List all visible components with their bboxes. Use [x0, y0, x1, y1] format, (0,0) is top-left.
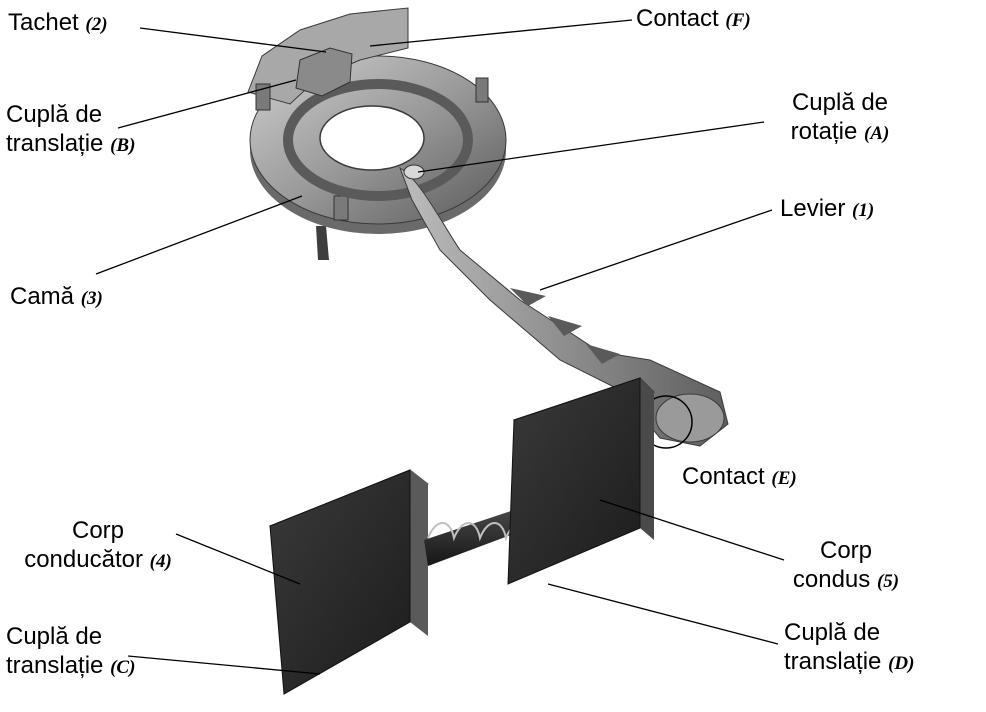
driving-body	[269, 469, 429, 695]
lever-rib-3	[586, 344, 620, 364]
label-corp-conducator: Corp conducător (4)	[6, 516, 190, 576]
label-cupla-a-tag: (A)	[864, 123, 890, 144]
label-tachet-tag: (2)	[85, 14, 108, 35]
driving-body-face	[269, 469, 411, 695]
driven-body-face	[507, 377, 641, 585]
leader-contact-f	[369, 19, 633, 47]
leader-tachet	[139, 27, 327, 53]
label-cupla-d-line1: Cuplă de	[784, 619, 881, 646]
label-corp-conducator-line2: conducător	[24, 546, 143, 573]
cam-post-3	[333, 195, 349, 221]
lever-rib-2	[548, 316, 582, 336]
label-cupla-b-line1: Cuplă de	[6, 101, 103, 128]
cam-hole	[319, 105, 425, 171]
cam-ring	[283, 79, 473, 201]
label-cupla-c-line2: translație	[6, 652, 104, 679]
lever-rib-1	[510, 288, 546, 306]
label-contact-f: Contact (F)	[636, 4, 751, 35]
label-cupla-c-line1: Cuplă de	[6, 623, 103, 650]
label-cama: Camă (3)	[10, 282, 103, 313]
tappet-part	[295, 47, 353, 97]
label-corp-condus-tag: (5)	[876, 571, 900, 592]
label-corp-conducator-tag: (4)	[149, 551, 172, 572]
driven-body-side	[640, 378, 654, 540]
leader-lines	[95, 19, 785, 675]
lever-part	[399, 164, 729, 449]
label-cupla-d: Cuplă de translație (D)	[784, 618, 914, 678]
label-cupla-d-tag: (D)	[888, 653, 915, 674]
label-levier-tag: (1)	[852, 200, 875, 221]
leader-corp-conducator	[175, 533, 301, 585]
label-cupla-a-line2: rotație	[790, 118, 858, 145]
label-cupla-a-line1: Cuplă de	[791, 89, 889, 116]
lever-tip	[655, 393, 725, 443]
label-cama-text: Camă	[10, 283, 75, 310]
cam-rod	[316, 226, 329, 260]
driven-body	[507, 377, 655, 585]
label-levier-text: Levier	[780, 195, 846, 222]
label-contact-f-tag: (F)	[725, 10, 751, 31]
cam-part	[247, 7, 507, 260]
label-cupla-d-line2: translație	[784, 648, 882, 675]
label-corp-conducator-line1: Corp	[71, 517, 125, 544]
label-cupla-c: Cuplă de translație (C)	[6, 622, 135, 682]
label-contact-e-text: Contact	[682, 463, 765, 490]
leader-cupla-b	[117, 79, 297, 129]
label-cupla-b: Cuplă de translație (B)	[6, 100, 135, 160]
rod	[424, 508, 524, 566]
leader-cama	[95, 195, 303, 275]
label-corp-condus-line1: Corp	[819, 537, 873, 564]
driving-body-side	[410, 470, 428, 636]
label-contact-e-tag: (E)	[771, 468, 797, 489]
label-tachet-text: Tachet	[8, 9, 79, 36]
label-contact-f-text: Contact	[636, 5, 719, 32]
lever-arm	[399, 166, 729, 447]
label-contact-e: Contact (E)	[682, 462, 797, 493]
label-cupla-b-tag: (B)	[110, 135, 136, 156]
label-cama-tag: (3)	[80, 288, 103, 309]
label-corp-condus: Corp condus (5)	[776, 536, 916, 596]
lever-pivot-pin	[403, 164, 425, 180]
label-cupla-a: Cuplă de rotație (A)	[766, 88, 914, 148]
leader-levier	[539, 209, 773, 291]
leader-cupla-d	[547, 583, 779, 645]
label-cupla-c-tag: (C)	[110, 657, 136, 678]
label-cupla-b-line2: translație	[6, 130, 104, 157]
label-tachet: Tachet (2)	[8, 8, 108, 39]
label-corp-condus-line2: condus	[792, 566, 871, 593]
leader-cupla-c	[127, 655, 321, 675]
label-levier: Levier (1)	[780, 194, 874, 225]
leader-corp-condus	[599, 499, 785, 561]
cam-post-2	[475, 77, 489, 103]
leader-cupla-a	[417, 121, 765, 173]
